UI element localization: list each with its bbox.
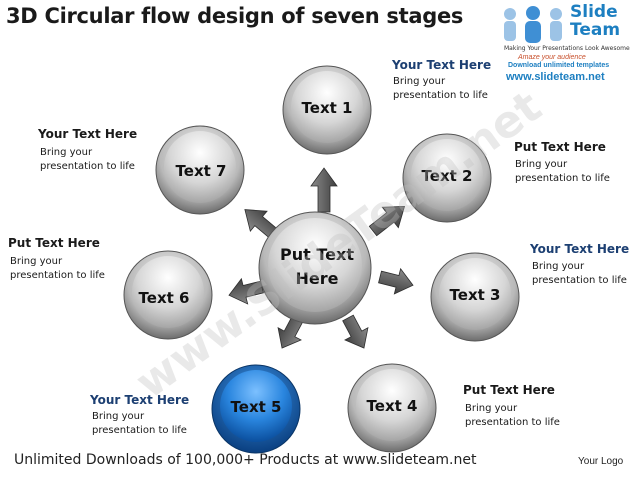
callout-1-heading: Your Text Here xyxy=(392,58,492,72)
callout-7-heading: Your Text Here xyxy=(38,127,138,141)
stage-label-7: Text 7 xyxy=(176,162,227,180)
callout-7-body: Bring your presentation to life xyxy=(40,147,135,172)
arrow-to-text-1 xyxy=(310,167,338,213)
logo-brand-line1: Slide xyxy=(570,2,618,22)
callout-3-heading: Your Text Here xyxy=(530,242,630,256)
stage-label-1: Text 1 xyxy=(302,99,353,117)
stage-label-6: Text 6 xyxy=(139,289,190,307)
callout-5-heading: Your Text Here xyxy=(90,393,190,407)
people-icon xyxy=(504,6,562,43)
stage-label-5: Text 5 xyxy=(231,398,282,416)
logo-tagline: Making Your Presentations Look Awesome xyxy=(504,45,630,52)
stage-circle-7: Text 7 xyxy=(155,125,245,215)
callout-3-body: Bring your presentation to life xyxy=(532,261,627,286)
stage-circle-4: Text 4 xyxy=(347,363,437,453)
callout-6-body: Bring your presentation to life xyxy=(10,256,105,281)
arrow-to-text-2 xyxy=(368,205,406,237)
your-logo-label: Your Logo xyxy=(578,456,624,467)
center-label-line2: Here xyxy=(296,269,339,288)
callout-2-body: Bring your presentation to life xyxy=(515,159,610,184)
callout-4-body: Bring your presentation to life xyxy=(465,403,560,428)
arrow-to-text-6 xyxy=(228,277,264,305)
stage-circle-3: Text 3 xyxy=(430,252,520,342)
callout-4-heading: Put Text Here xyxy=(463,383,555,397)
callout-2-heading: Put Text Here xyxy=(514,140,606,154)
logo-url: www.slideteam.net xyxy=(506,71,605,83)
center-circle: Put Text Here xyxy=(258,211,372,325)
logo-amaze: Amaze your audience xyxy=(518,54,586,61)
footer-text: Unlimited Downloads of 100,000+ Products… xyxy=(14,452,477,468)
arrow-to-text-4 xyxy=(342,314,369,349)
stage-circle-6: Text 6 xyxy=(123,250,213,340)
callout-1-body: Bring your presentation to life xyxy=(393,76,488,101)
stage-label-3: Text 3 xyxy=(450,286,501,304)
callout-5-body: Bring your presentation to life xyxy=(92,411,187,436)
center-label-line1: Put Text xyxy=(280,245,354,264)
logo-download: Download unlimited templates xyxy=(508,62,610,69)
arrow-to-text-3 xyxy=(378,267,414,295)
stage-circle-1: Text 1 xyxy=(282,65,372,155)
callout-6-heading: Put Text Here xyxy=(8,236,100,250)
slideteam-logo: Slide Team Making Your Presentations Loo… xyxy=(500,0,638,90)
slide-title: 3D Circular flow design of seven stages xyxy=(6,4,464,28)
stage-label-4: Text 4 xyxy=(367,397,418,415)
logo-brand-line2: Team xyxy=(570,20,621,40)
arrow-to-text-7 xyxy=(244,209,279,240)
stage-circle-5-active: Text 5 xyxy=(211,364,301,454)
stage-label-2: Text 2 xyxy=(422,167,473,185)
stage-circle-2: Text 2 xyxy=(402,133,492,223)
